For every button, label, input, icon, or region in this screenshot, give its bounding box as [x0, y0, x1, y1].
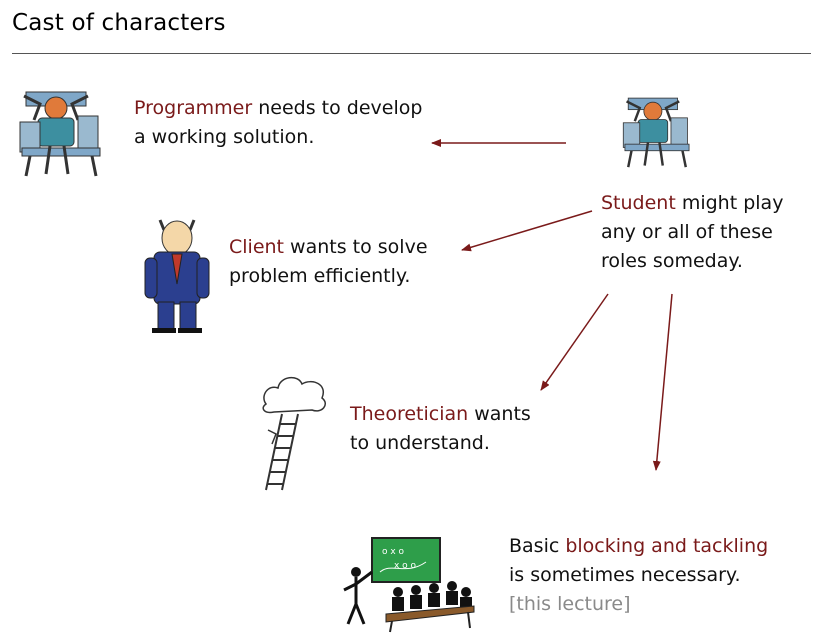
arrow-to-client	[462, 211, 592, 250]
arrow-to-blocking	[656, 294, 672, 470]
arrow-to-theoretician	[541, 294, 608, 390]
